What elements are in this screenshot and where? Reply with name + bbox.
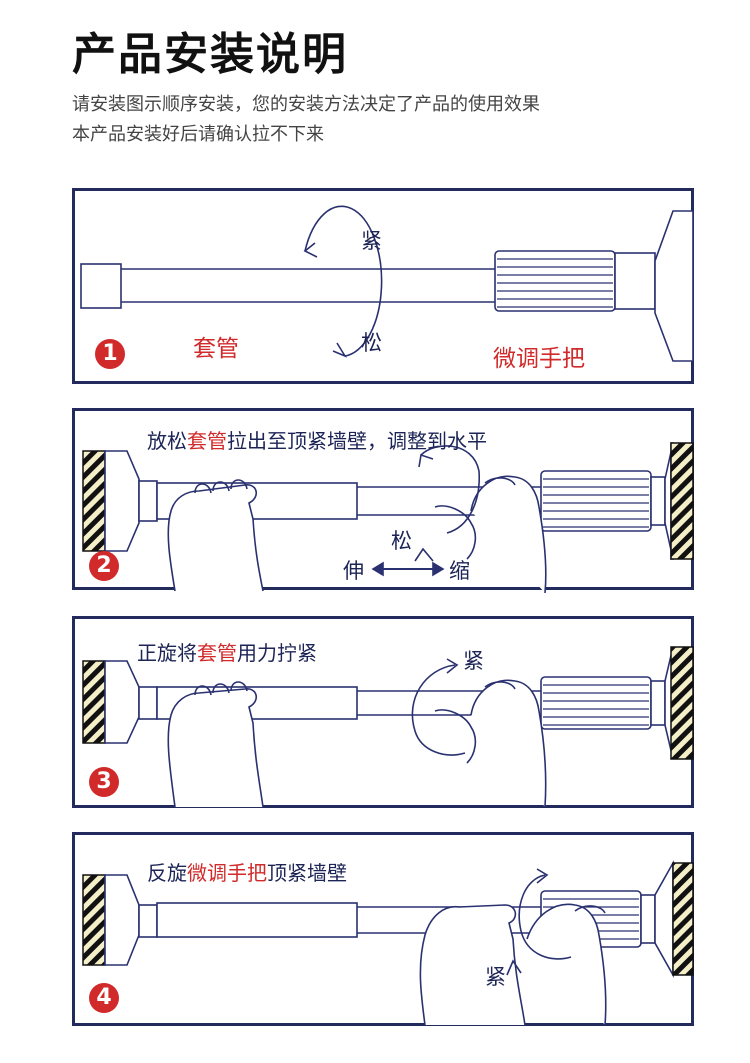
caption-part: 拉出至顶紧墙壁，调整到水平 bbox=[227, 429, 487, 453]
loosen-label: 松 bbox=[361, 331, 382, 355]
caption-part: 反旋 bbox=[147, 861, 187, 885]
step-number: 2 bbox=[89, 551, 119, 581]
caption-part: 正旋将 bbox=[137, 641, 197, 665]
step-number: 4 bbox=[89, 983, 119, 1013]
loosen-label: 松 bbox=[391, 529, 412, 553]
step-1-panel: 紧 松 套管 微调手把 1 bbox=[72, 188, 694, 384]
step-3-caption: 正旋将套管用力拧紧 bbox=[137, 637, 317, 666]
caption-part: 用力拧紧 bbox=[237, 641, 317, 665]
step-number: 1 bbox=[95, 339, 125, 369]
step-3-panel: 正旋将套管用力拧紧 紧 3 bbox=[72, 616, 694, 808]
step-2-illustration bbox=[82, 442, 694, 593]
step-2-caption: 放松套管拉出至顶紧墙壁，调整到水平 bbox=[147, 425, 487, 454]
sleeve-label: 套管 bbox=[193, 336, 239, 362]
extend-label: 伸 bbox=[343, 559, 364, 583]
tighten-label: 紧 bbox=[485, 965, 506, 989]
handle-label: 微调手把 bbox=[493, 346, 585, 372]
caption-highlight: 套管 bbox=[197, 641, 237, 665]
tighten-label: 紧 bbox=[361, 229, 382, 253]
caption-part: 顶紧墙壁 bbox=[267, 861, 347, 885]
step-1-illustration bbox=[80, 205, 694, 362]
step-2-panel: 放松套管拉出至顶紧墙壁，调整到水平 松 伸 缩 2 bbox=[72, 408, 694, 593]
intro-line-1: 请安装图示顺序安装，您的安装方法决定了产品的使用效果 bbox=[72, 94, 540, 115]
caption-part: 放松 bbox=[147, 429, 187, 453]
caption-highlight: 微调手把 bbox=[187, 861, 267, 885]
tighten-label: 紧 bbox=[463, 649, 484, 673]
step-number: 3 bbox=[89, 767, 119, 797]
step-3-illustration bbox=[82, 646, 694, 808]
step-4-caption: 反旋微调手把顶紧墙壁 bbox=[147, 857, 347, 886]
page-title: 产品安装说明 bbox=[72, 29, 348, 80]
step-4-illustration bbox=[82, 859, 694, 1026]
caption-highlight: 套管 bbox=[187, 429, 227, 453]
step-4-panel: 反旋微调手把顶紧墙壁 紧 4 bbox=[72, 832, 694, 1026]
retract-label: 缩 bbox=[449, 559, 470, 583]
intro-line-2: 本产品安装好后请确认拉不下来 bbox=[72, 124, 324, 145]
